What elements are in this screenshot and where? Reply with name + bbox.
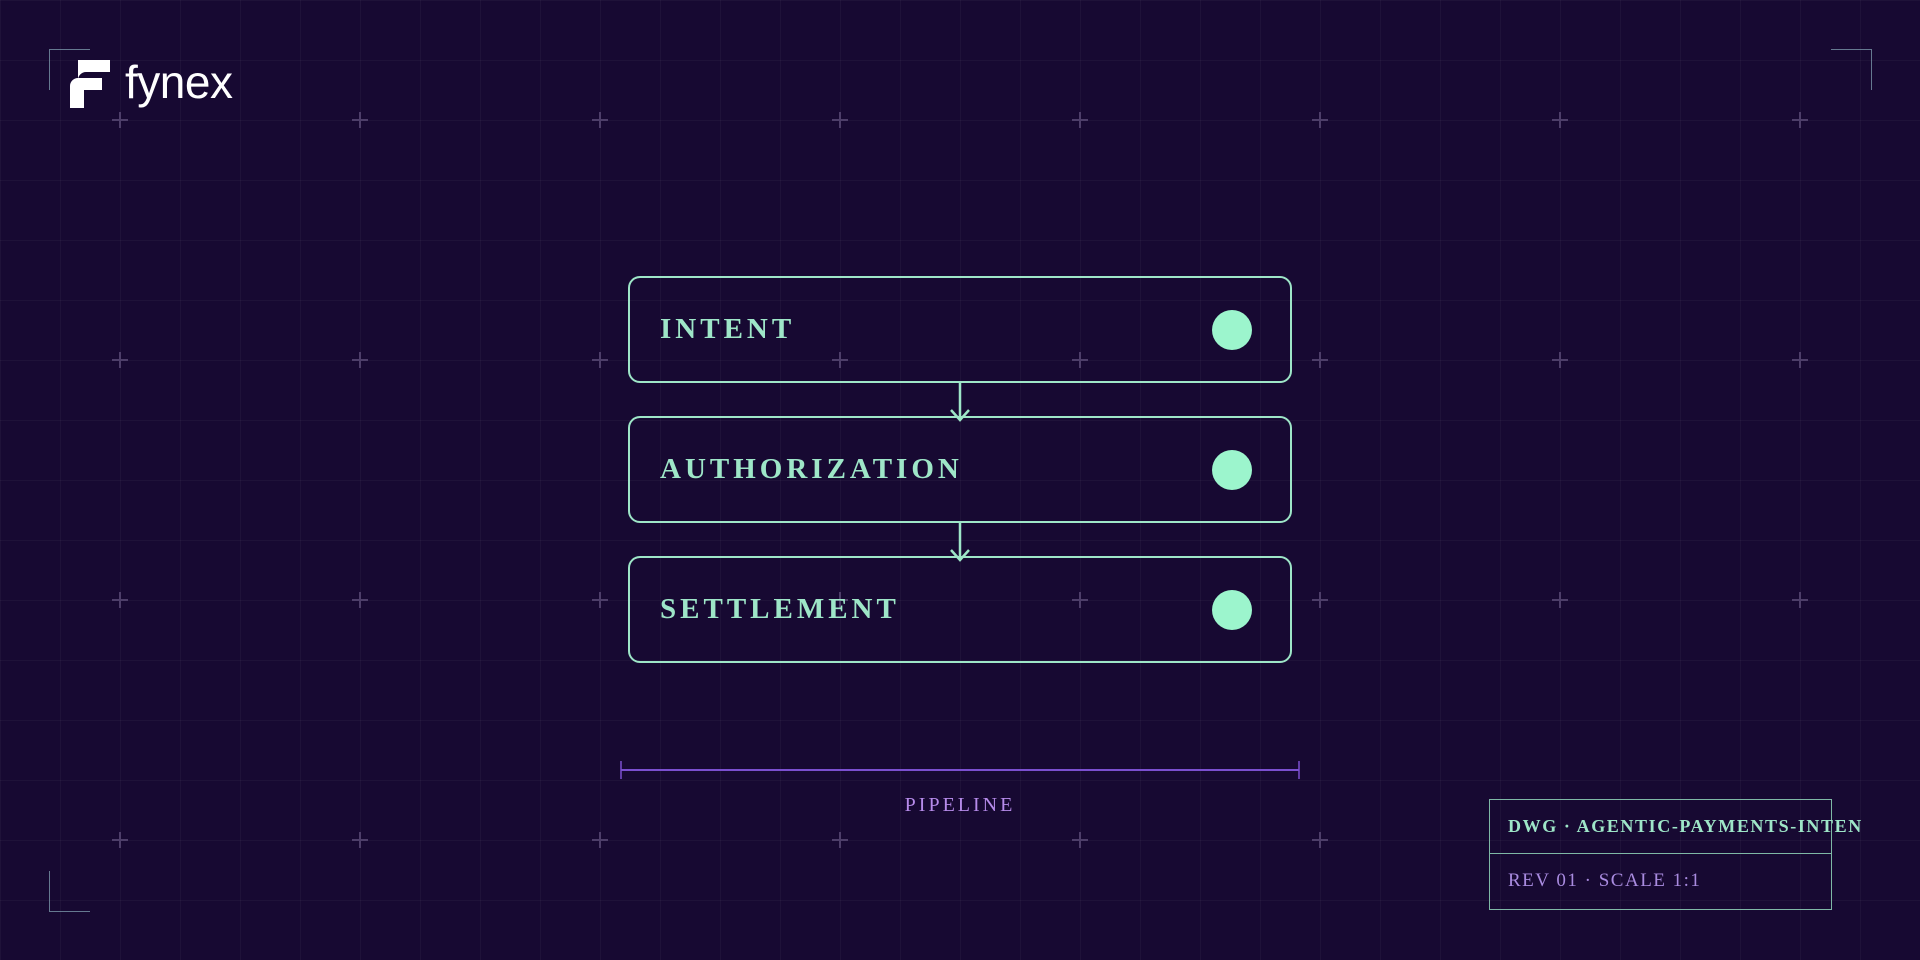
stage-node-settlement: SETTLEMENT (628, 556, 1292, 663)
crosshair-mark (352, 592, 368, 608)
drawing-title-block: DWG · AGENTIC-PAYMENTS-INTEN REV 01 · SC… (1489, 799, 1861, 910)
crosshair-mark (1792, 352, 1808, 368)
crosshair-mark (832, 592, 848, 608)
crosshair-mark (1072, 352, 1088, 368)
crosshair-mark (1792, 592, 1808, 608)
crosshair-mark (1552, 592, 1568, 608)
crosshair-mark (832, 832, 848, 848)
crosshair-mark (1312, 592, 1328, 608)
crosshair-mark (112, 832, 128, 848)
bracket-label: PIPELINE (904, 794, 1016, 816)
crosshair-mark (1792, 112, 1808, 128)
crosshair-mark (112, 592, 128, 608)
status-dot-icon (1212, 309, 1252, 350)
brand-name: fynex (125, 56, 233, 108)
connector-arrow (628, 523, 1292, 562)
crosshair-mark (352, 832, 368, 848)
title-block-row: REV 01 · SCALE 1:1 (1490, 854, 1831, 908)
stage-node-authorization: AUTHORIZATION (628, 416, 1292, 523)
crosshair-mark (1072, 832, 1088, 848)
crosshair-mark (592, 112, 608, 128)
crosshair-mark (1312, 832, 1328, 848)
brand-logo: fynex (70, 56, 233, 108)
arrow-down-icon (950, 383, 970, 422)
connector-arrow (628, 383, 1292, 422)
status-dot-icon (1212, 589, 1252, 630)
corner-mark-top-left (49, 49, 90, 90)
crosshair-mark (352, 352, 368, 368)
crosshair-mark (592, 592, 608, 608)
fynex-logo-icon (70, 60, 110, 108)
revision-scale: REV 01 · SCALE 1:1 (1508, 870, 1702, 891)
crosshair-mark (352, 112, 368, 128)
corner-mark-top-right (1831, 49, 1872, 90)
crosshair-mark (592, 352, 608, 368)
arrow-down-icon (950, 523, 970, 562)
crosshair-mark (1552, 352, 1568, 368)
crosshair-mark (1072, 592, 1088, 608)
bracket-line (620, 761, 1300, 779)
crosshair-mark (832, 352, 848, 368)
crosshair-mark (592, 832, 608, 848)
crosshair-mark (1312, 352, 1328, 368)
stage-node-intent: INTENT (628, 276, 1292, 383)
crosshair-mark (832, 112, 848, 128)
pipeline-dimension-bracket: PIPELINE (620, 758, 1300, 817)
stage-label: INTENT (660, 313, 796, 345)
crosshair-mark (1072, 112, 1088, 128)
stage-label: SETTLEMENT (660, 593, 900, 625)
drawing-id: DWG · AGENTIC-PAYMENTS-INTEN (1508, 816, 1863, 836)
title-block-row: DWG · AGENTIC-PAYMENTS-INTEN (1490, 800, 1861, 854)
status-dot-icon (1212, 449, 1252, 490)
crosshair-mark (112, 112, 128, 128)
corner-mark-bottom-left (49, 871, 90, 912)
stage-label: AUTHORIZATION (660, 453, 963, 485)
crosshair-mark (112, 352, 128, 368)
pipeline-diagram: INTENT AUTHORIZATION SETTLEMENT (628, 276, 1292, 663)
crosshair-mark (1552, 112, 1568, 128)
crosshair-mark (1312, 112, 1328, 128)
